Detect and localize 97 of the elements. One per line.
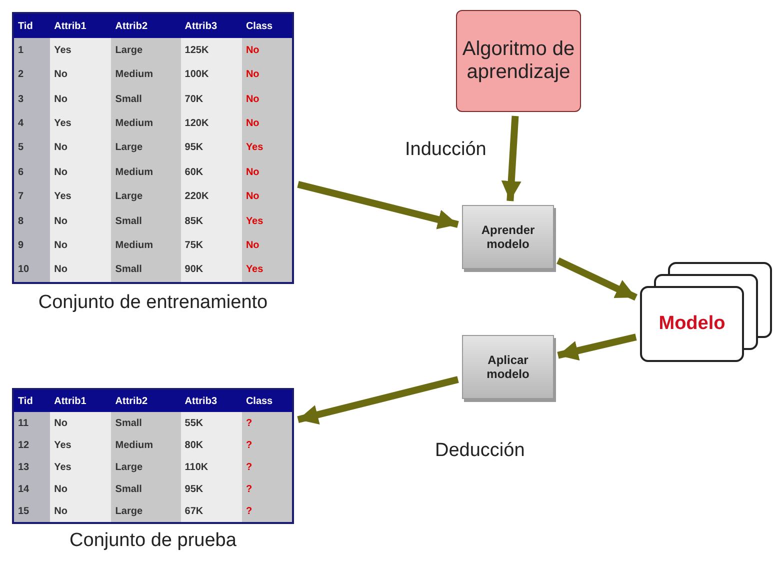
table-cell: Small [111, 412, 181, 434]
table-cell: Medium [111, 434, 181, 456]
table-cell: No [50, 258, 112, 282]
data-table [12, 388, 294, 524]
table-cell: ? [242, 456, 292, 478]
table-cell: 11 [14, 412, 50, 434]
table-cell: No [242, 38, 292, 63]
table-cell: Medium [111, 111, 181, 136]
table-cell: Medium [111, 233, 181, 258]
table-cell: 6 [14, 160, 50, 185]
table-cell: 125K [180, 38, 242, 63]
table-cell: 90K [180, 258, 242, 282]
table-cell: 95K [180, 136, 242, 160]
column-header: Attrib2 [111, 390, 181, 412]
table-cell: No [50, 500, 112, 522]
table-cell: 13 [14, 456, 50, 478]
table-cell: No [50, 160, 112, 185]
table-cell: Small [111, 258, 181, 282]
table-cell: Yes [242, 208, 292, 234]
table-cell: 220K [180, 184, 242, 209]
table-cell: No [50, 208, 112, 234]
column-header: Attrib2 [111, 14, 181, 38]
table-cell: Large [111, 136, 181, 160]
table-cell: Medium [111, 62, 181, 88]
table-cell: Small [111, 478, 181, 500]
table-cell: No [242, 233, 292, 258]
table-cell: 70K [180, 87, 242, 112]
table-cell: No [242, 62, 292, 88]
table-cell: No [242, 87, 292, 112]
table-cell: No [50, 87, 112, 112]
data-table [12, 12, 294, 284]
table-cell: Small [111, 208, 181, 234]
table-cell: 3 [14, 87, 50, 112]
column-header: Attrib3 [180, 390, 242, 412]
table-cell: Large [111, 184, 181, 209]
table-cell: ? [242, 412, 292, 434]
column-header: Tid [14, 14, 50, 38]
table-cell: 55K [180, 412, 242, 434]
table-cell: 10 [14, 258, 50, 282]
table-cell: Medium [111, 160, 181, 185]
table-cell: ? [242, 434, 292, 456]
algorithm-box: Algoritmo de aprendizaje [456, 10, 581, 112]
column-header: Attrib1 [50, 390, 112, 412]
table-cell: 67K [180, 500, 242, 522]
arrow [557, 334, 637, 360]
table-cell: 100K [180, 62, 242, 88]
table-cell: Yes [242, 258, 292, 282]
table-cell: No [50, 62, 112, 88]
process-box: Aplicar modelo [462, 335, 554, 399]
table-cell: Yes [50, 184, 112, 209]
table-cell: 12 [14, 434, 50, 456]
table-cell: 110K [180, 456, 242, 478]
table-cell: Yes [50, 456, 112, 478]
table-cell: No [50, 412, 112, 434]
column-header: Class [242, 390, 292, 412]
table-cell: 9 [14, 233, 50, 258]
table-cell: 75K [180, 233, 242, 258]
table-cell: No [242, 160, 292, 185]
table-caption: Conjunto de prueba [68, 530, 238, 552]
column-header: Attrib1 [50, 14, 112, 38]
table-cell: 95K [180, 478, 242, 500]
table-cell: No [242, 111, 292, 136]
column-header: Attrib3 [180, 14, 242, 38]
table-cell: 60K [180, 160, 242, 185]
table-cell: ? [242, 500, 292, 522]
table-cell: 15 [14, 500, 50, 522]
table-cell: 1 [14, 38, 50, 63]
table-cell: 2 [14, 62, 50, 88]
table-cell: Yes [50, 434, 112, 456]
column-header: Tid [14, 390, 50, 412]
table-cell: Yes [242, 136, 292, 160]
table-cell: 14 [14, 478, 50, 500]
table-cell: 5 [14, 136, 50, 160]
column-header: Class [242, 14, 292, 38]
table-cell: ? [242, 478, 292, 500]
table-cell: Large [111, 456, 181, 478]
table-cell: No [50, 478, 112, 500]
arrow [297, 376, 459, 424]
table-cell: Yes [50, 111, 112, 136]
table-cell: 4 [14, 111, 50, 136]
table-cell: No [50, 136, 112, 160]
table-cell: Small [111, 87, 181, 112]
table-cell: 120K [180, 111, 242, 136]
table-cell: Large [111, 500, 181, 522]
arrow [501, 116, 522, 202]
table-cell: No [50, 233, 112, 258]
table-cell: Large [111, 38, 181, 63]
arrow [297, 180, 459, 230]
table-caption: Conjunto de entrenamiento [37, 292, 269, 314]
arrow [556, 257, 638, 301]
table-cell: Yes [50, 38, 112, 63]
table-cell: 85K [180, 208, 242, 234]
table-cell: 80K [180, 434, 242, 456]
process-box: Aprender modelo [462, 205, 554, 269]
table-cell: 7 [14, 184, 50, 209]
table-cell: No [242, 184, 292, 209]
table-cell: 8 [14, 208, 50, 234]
